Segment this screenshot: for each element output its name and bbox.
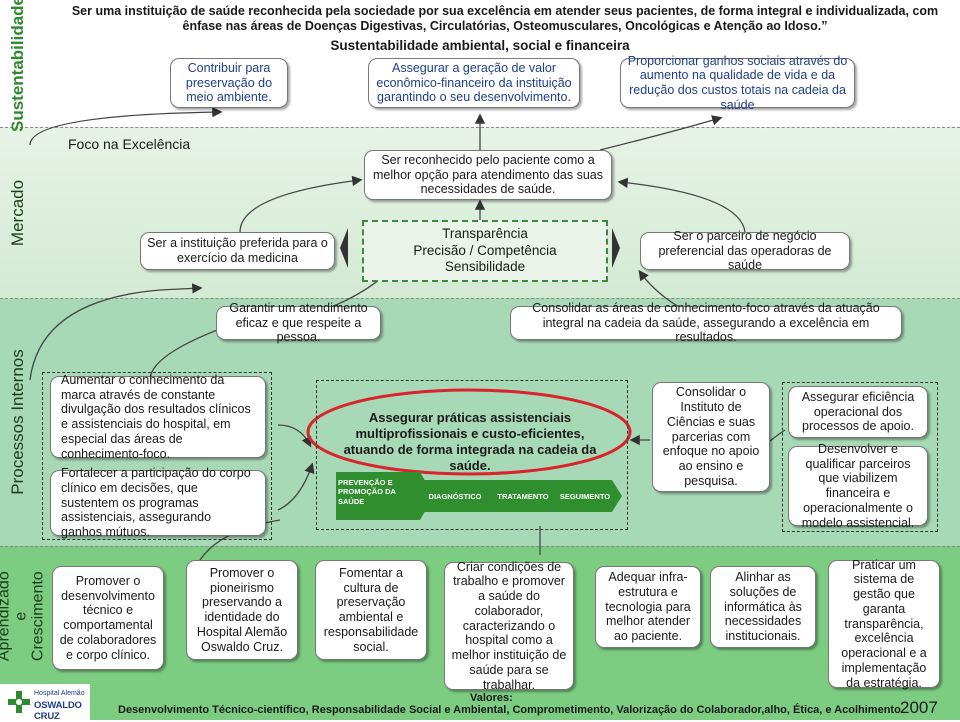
year: 2007 (900, 698, 938, 717)
chain-label-seguimento: SEGUIMENTO (559, 492, 611, 501)
group-marca-corpo-clinico (42, 372, 272, 540)
goal-box-cultura-ambiental: Fomentar a cultura de preservação ambien… (315, 560, 427, 660)
highlight-ellipse (306, 388, 632, 476)
chain-label-diagnostico: DIAGNÓSTICO (428, 492, 482, 501)
divider (0, 298, 960, 299)
goal-box-preferida-medicina: Ser a instituição preferida para o exerc… (140, 232, 335, 270)
logo-line1: Hospital Alemão (34, 690, 85, 697)
goal-box-conhecimento-marca: Aumentar o conhecimento da marca através… (50, 373, 266, 461)
chain-label-prevencao: PREVENÇÃO E PROMOÇÃO DA SAÚDE (338, 478, 396, 506)
mission-statement: Ser uma instituição de saúde reconhecida… (71, 4, 939, 33)
goal-box-ganhos-sociais: Proporcionar ganhos sociais através do a… (620, 54, 855, 112)
valores-label: Valores: (470, 692, 513, 704)
goal-box-instituto-ciencias: Consolidar o Instituto de Ciências e sua… (652, 382, 770, 492)
goal-box-participacao-corpo-clinico: Fortalecer a participação do corpo clíni… (50, 466, 266, 539)
chain-label-tratamento: TRATAMENTO (497, 492, 549, 501)
goal-box-reconhecido-paciente: Ser reconhecido pelo paciente como a mel… (364, 150, 612, 200)
goal-box-valor-economico: Assegurar a geração de valor econômico-f… (368, 58, 580, 108)
goal-box-infraestrutura: Adequar infra-estrutura e tecnologia par… (595, 566, 701, 648)
goal-box-qualificar-parceiros: Desenvolver e qualificar parceiros que v… (788, 442, 928, 530)
goal-box-pioneirismo: Promover o pioneirismo preservando a ide… (186, 560, 298, 660)
hospital-cross-icon (8, 691, 30, 713)
values-box-transparencia: Transparência Precisão / Competência Sen… (362, 220, 608, 282)
goal-box-condicoes-trabalho: Criar condições de trabalho e promover a… (444, 560, 574, 692)
goal-box-atendimento-eficaz: Garantir um atendimento eficaz e que res… (216, 301, 381, 344)
goal-box-desenvolvimento-tecnico: Promover o desenvolvimento técnico e com… (52, 566, 164, 670)
group-apoio-parceiros (782, 382, 938, 532)
goal-praticas-assistenciais: Assegurar práticas assistenciais multipr… (343, 410, 597, 473)
goal-box-informatica: Alinhar as soluções de informática às ne… (710, 566, 816, 648)
logo-line2: OSWALDO CRUZ (34, 700, 82, 722)
sustentabilidade-title: Sustentabilidade ambiental, social e fin… (330, 38, 630, 53)
goal-box-meio-ambiente: Contribuir para preservação do meio ambi… (170, 58, 288, 108)
divider (0, 546, 960, 547)
goal-box-parceiro-operadoras: Ser o parceiro de negócio preferencial d… (640, 229, 850, 272)
logo: Hospital Alemão OSWALDO CRUZ (0, 684, 90, 722)
foco-na-excelencia-label: Foco na Excelência (68, 136, 191, 152)
goal-box-consolidar-areas: Consolidar as áreas de conhecimento-foco… (510, 301, 902, 344)
valores-text: Desenvolvimento Técnico-científico, Resp… (118, 704, 901, 716)
goal-box-eficiencia-operacional: Assegurar eficiência operacional dos pro… (788, 386, 928, 438)
group-cadeia-saude (316, 380, 628, 530)
goal-box-sistema-gestao: Praticar um sistema de gestão que garant… (828, 558, 940, 690)
